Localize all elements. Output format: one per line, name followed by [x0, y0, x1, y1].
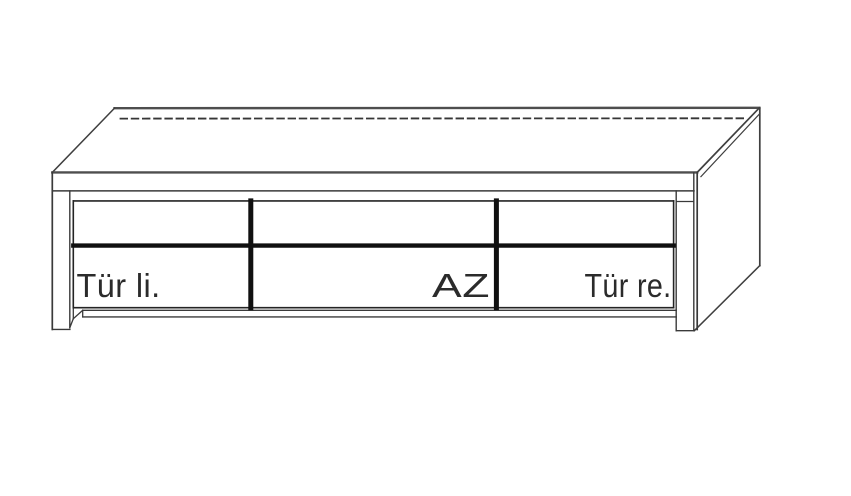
front-panels [71, 198, 676, 311]
side-bottom-depth-edge [693, 264, 761, 332]
top-left-depth-edge [51, 107, 116, 174]
plinth-left-depth-edge [72, 309, 84, 320]
top-right-depth-edge [695, 106, 761, 174]
top-right-depth-edge-inner [700, 112, 761, 178]
label-door-left: Tür li. [77, 267, 161, 304]
left-foot-chamfer [69, 317, 75, 329]
label-pullout-middle: AZ [432, 267, 490, 304]
carcass-front [51, 171, 699, 332]
label-door-right: Tür re. [585, 267, 672, 304]
right-side-face [693, 107, 761, 332]
labels: Tür li. AZ Tür re. [77, 267, 672, 304]
top-face [51, 106, 761, 178]
